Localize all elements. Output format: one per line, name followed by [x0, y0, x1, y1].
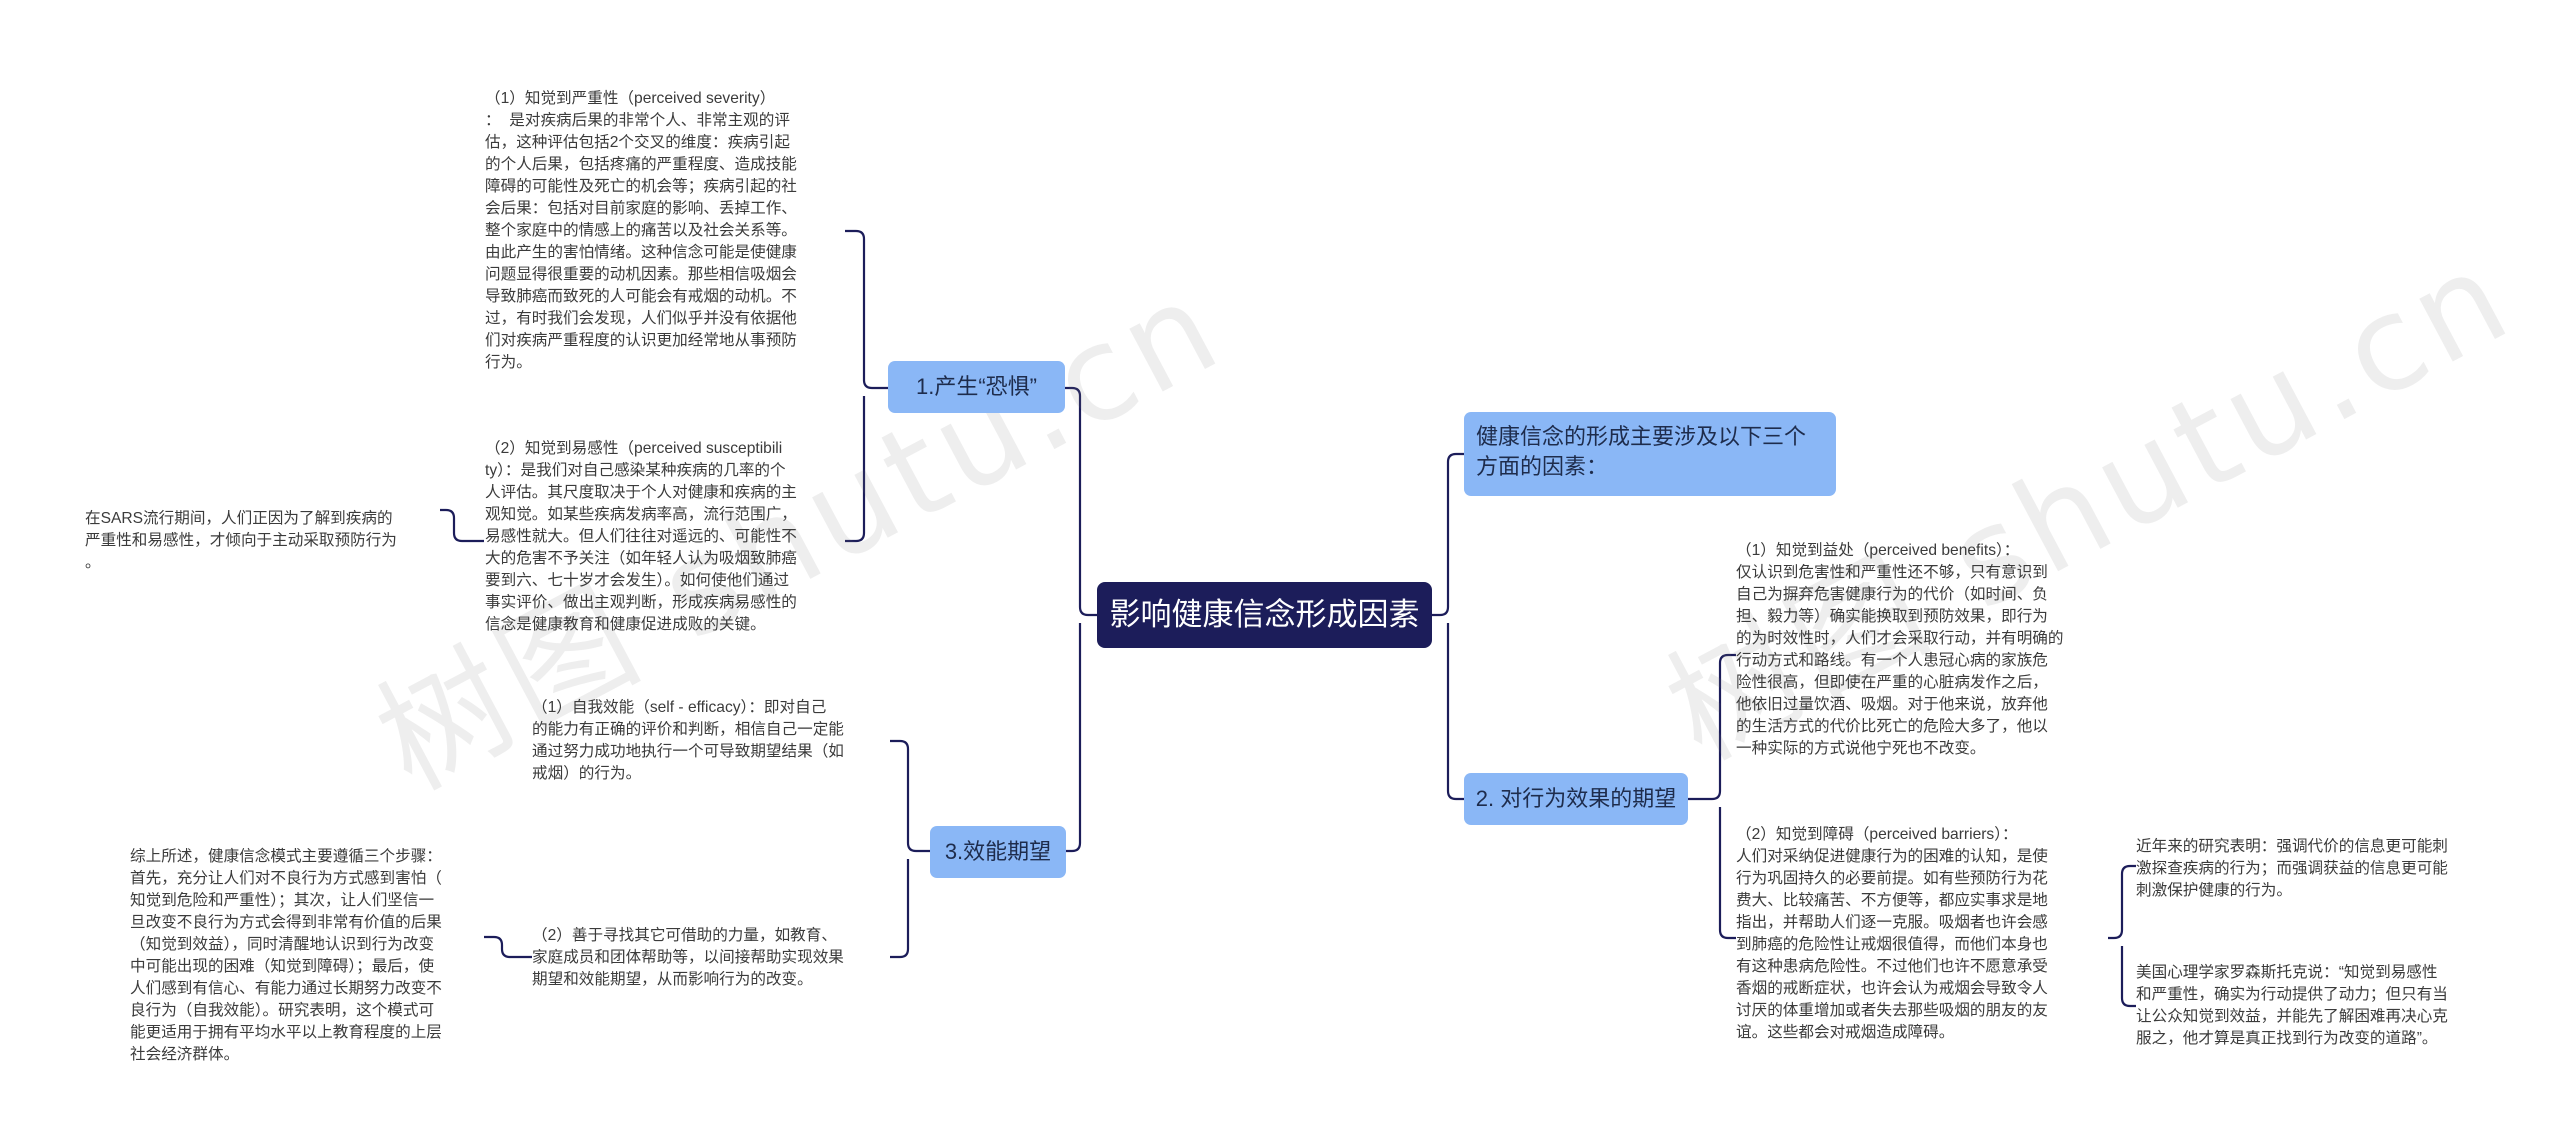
leaf-perceived-susceptibility: （2）知觉到易感性（perceived susceptibili ty）：是我们… [485, 440, 797, 633]
leaf-sars: 在SARS流行期间，人们正因为了解到疾病的 严重性和易感性，才倾向于主动采取预防… [85, 510, 397, 571]
root-node[interactable]: 影响健康信念形成因素 [1097, 582, 1432, 648]
topic-intro[interactable]: 健康信念的形成主要涉及以下三个 方面的因素： [1464, 412, 1836, 496]
topic-fear[interactable]: 1.产生“恐惧” [888, 361, 1065, 413]
topic-expectation[interactable]: 2. 对行为效果的期望 [1464, 773, 1688, 825]
leaf-research: 近年来的研究表明：强调代价的信息更可能刺 激探查疾病的行为；而强调获益的信息更可… [2136, 838, 2448, 899]
topic-efficacy[interactable]: 3.效能期望 [930, 826, 1066, 878]
leaf-self-efficacy: （1）自我效能（self - efficacy）：即对自己 的能力有正确的评价和… [532, 699, 844, 782]
leaf-rosenstock: 美国心理学家罗森斯托克说：“知觉到易感性 和严重性，确实为行动提供了动力；但只有… [2136, 964, 2448, 1047]
leaf-perceived-barriers: （2）知觉到障碍（perceived barriers）： 人们对采纳促进健康行… [1736, 826, 2048, 1041]
leaf-perceived-severity: （1）知觉到严重性（perceived severity） ： 是对疾病后果的非… [485, 90, 797, 371]
leaf-external-help: （2）善于寻找其它可借助的力量，如教育、 家庭成员和团体帮助等，以间接帮助实现效… [532, 927, 844, 988]
leaf-summary: 综上所述，健康信念模式主要遵循三个步骤： 首先，充分让人们对不良行为方式感到害怕… [130, 848, 442, 1063]
leaf-perceived-benefits: （1）知觉到益处（perceived benefits）： 仅认识到危害性和严重… [1736, 542, 2064, 757]
